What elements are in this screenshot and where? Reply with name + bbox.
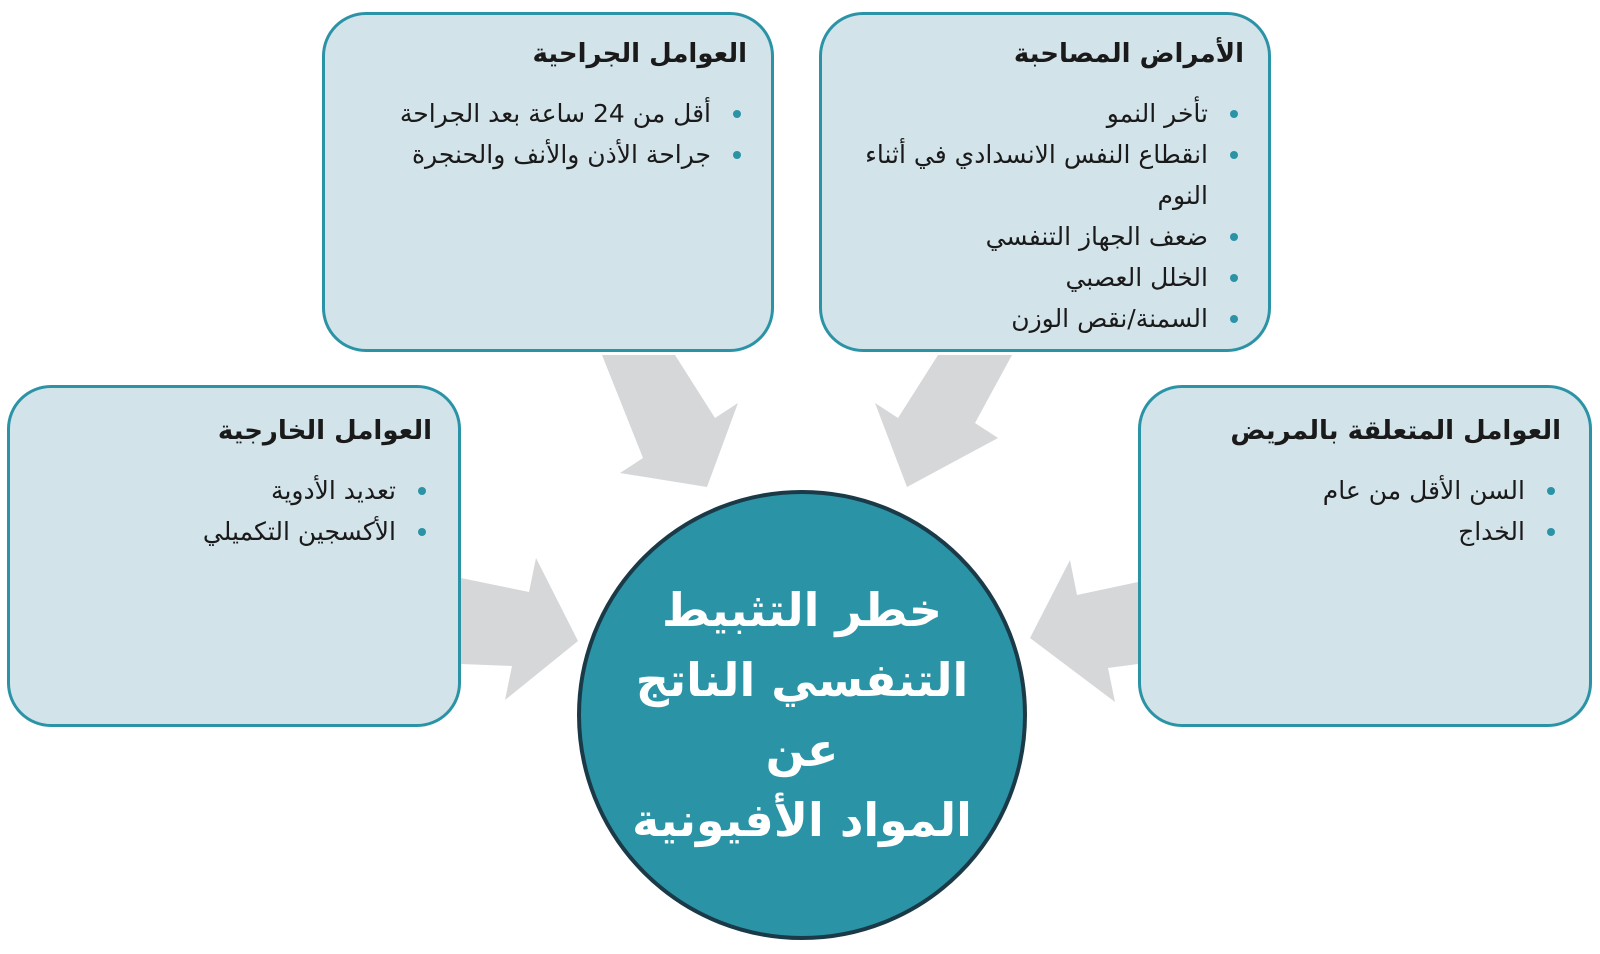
central-label-line: المواد الأفيونية: [632, 793, 972, 847]
list-item: انقطاع النفس الانسدادي في أثناء النوم: [844, 134, 1244, 216]
arrow-from-external: [461, 558, 578, 700]
central-risk-circle: خطر التثبيط التنفسي الناتج عن المواد الأ…: [577, 490, 1027, 940]
comorbidities-list: تأخر النمو انقطاع النفس الانسدادي في أثن…: [844, 93, 1244, 339]
central-risk-label: خطر التثبيط التنفسي الناتج عن المواد الأ…: [612, 575, 992, 855]
arrow-from-patient: [1030, 560, 1138, 702]
surgical-factors-box: العوامل الجراحية أقل من 24 ساعة بعد الجر…: [322, 12, 774, 352]
list-item: السن الأقل من عام: [1163, 470, 1561, 511]
surgical-factors-list: أقل من 24 ساعة بعد الجراحة جراحة الأذن و…: [347, 93, 747, 175]
list-item: تعديد الأدوية: [32, 470, 432, 511]
arrow-from-surgical: [602, 355, 738, 487]
surgical-factors-title: العوامل الجراحية: [532, 39, 747, 69]
comorbidities-box: الأمراض المصاحبة تأخر النمو انقطاع النفس…: [819, 12, 1271, 352]
patient-factors-list: السن الأقل من عام الخداج: [1163, 470, 1561, 552]
arrow-from-comorbid: [875, 355, 1012, 487]
list-item: أقل من 24 ساعة بعد الجراحة: [347, 93, 747, 134]
list-item: جراحة الأذن والأنف والحنجرة: [347, 134, 747, 175]
list-item: تأخر النمو: [844, 93, 1244, 134]
comorbidities-title: الأمراض المصاحبة: [1013, 39, 1244, 69]
central-label-line: التنفسي الناتج عن: [635, 653, 969, 777]
central-label-line: خطر التثبيط: [662, 583, 942, 637]
list-item: الأكسجين التكميلي: [32, 511, 432, 552]
patient-factors-box: العوامل المتعلقة بالمريض السن الأقل من ع…: [1138, 385, 1592, 727]
external-factors-box: العوامل الخارجية تعديد الأدوية الأكسجين …: [7, 385, 461, 727]
list-item: الخلل العصبي: [844, 257, 1244, 298]
list-item: السمنة/نقص الوزن: [844, 298, 1244, 339]
patient-factors-title: العوامل المتعلقة بالمريض: [1230, 416, 1561, 446]
list-item: الخداج: [1163, 511, 1561, 552]
external-factors-list: تعديد الأدوية الأكسجين التكميلي: [32, 470, 432, 552]
list-item: ضعف الجهاز التنفسي: [844, 216, 1244, 257]
external-factors-title: العوامل الخارجية: [217, 416, 432, 446]
